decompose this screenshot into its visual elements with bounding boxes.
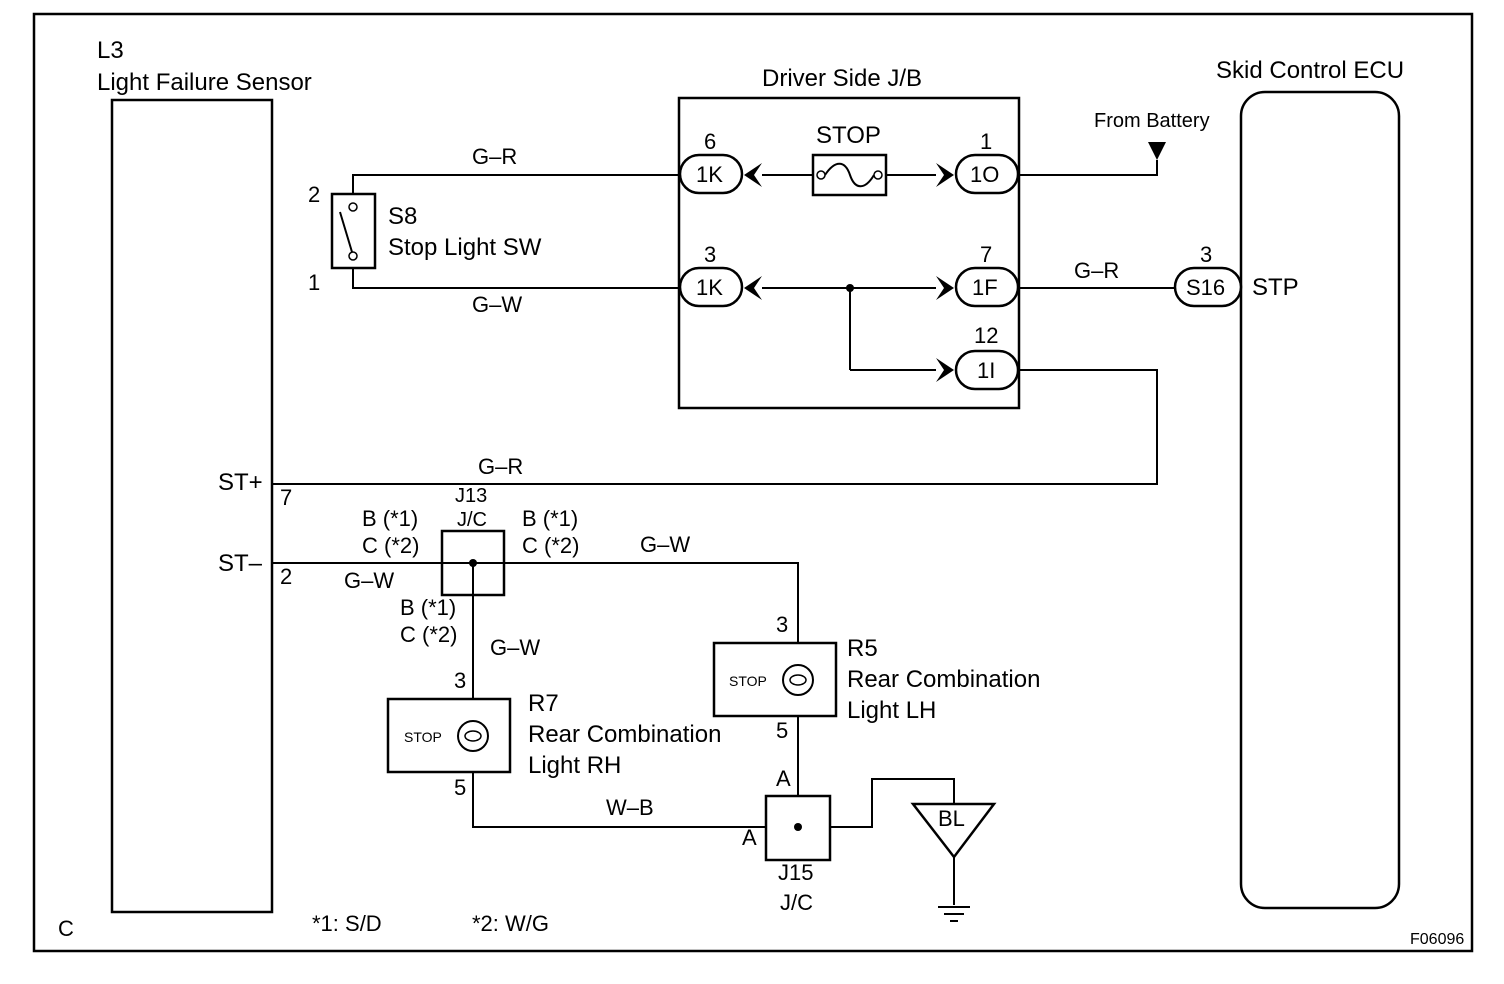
wire-label-gr-ecu: G–R	[1074, 258, 1119, 283]
conn-s16-pin: 3	[1200, 242, 1212, 267]
wire-1i-to-st-plus	[272, 369, 1158, 485]
r7-pin-bottom: 5	[454, 775, 466, 800]
r5-pin-top: 3	[776, 612, 788, 637]
j15-pin-top: A	[776, 766, 791, 791]
r7-lamp-label: STOP	[404, 729, 442, 745]
l3-st-minus-label: ST–	[218, 550, 263, 577]
j15-id: J15	[778, 860, 813, 885]
wire-s8-to-1k-top	[352, 174, 680, 194]
r7-name-2: Light RH	[528, 752, 621, 779]
conn-1k-top-label: 1K	[696, 162, 723, 187]
ground-label: BL	[938, 806, 965, 831]
ecu-stp-terminal: STP	[1252, 274, 1299, 301]
note-sd: *1: S/D	[312, 911, 382, 936]
s8-id: S8	[388, 203, 417, 230]
conn-1k-top-pin: 6	[704, 129, 716, 154]
r7-body	[386, 697, 512, 774]
r5-name-1: Rear Combination	[847, 666, 1040, 693]
j13-right-a: B (*1)	[522, 506, 578, 531]
jb-title: Driver Side J/B	[762, 65, 922, 92]
s8-contact-top	[348, 202, 358, 212]
j13-id: J13	[455, 485, 487, 507]
l3-st-plus-pin: 7	[280, 485, 292, 510]
r7-id: R7	[528, 690, 559, 717]
fuse-terminal-right	[873, 170, 883, 180]
r5-id: R5	[847, 635, 878, 662]
r5-bulb-filament	[789, 674, 807, 686]
r5-lamp-label: STOP	[729, 673, 767, 689]
arrow-1k-top	[744, 163, 762, 187]
l3-id: L3	[97, 37, 124, 64]
arrow-1o	[936, 163, 954, 187]
conn-1f-pin: 7	[980, 242, 992, 267]
figure-code: F06096	[1410, 931, 1464, 948]
wire-label-gw-r7: G–W	[490, 635, 540, 660]
r7-bulb-filament	[464, 730, 482, 742]
l3-st-minus-pin: 2	[280, 564, 292, 589]
wire-label-gw-r5: G–W	[640, 532, 690, 557]
j15-type: J/C	[780, 890, 813, 915]
r7-name-1: Rear Combination	[528, 721, 721, 748]
wire-r7-to-j15	[472, 772, 798, 828]
j15-junction-dot	[794, 823, 802, 831]
diagram-frame	[32, 12, 1474, 953]
conn-1i-pin: 12	[974, 323, 998, 348]
ecu-title: Skid Control ECU	[1216, 57, 1404, 84]
jb-body	[677, 96, 1021, 410]
wire-j15-to-ground	[830, 778, 955, 828]
wire-s8-to-1k-bot	[352, 268, 680, 289]
wire-label-gw-sw: G–W	[472, 292, 522, 317]
corner-letter: C	[58, 916, 74, 941]
j13-type: J/C	[457, 509, 487, 531]
j13-right-b: C (*2)	[522, 533, 579, 558]
conn-1k-bot-pin: 3	[704, 242, 716, 267]
fuse-label: STOP	[816, 122, 881, 149]
l3-name: Light Failure Sensor	[97, 69, 312, 96]
r5-pin-bottom: 5	[776, 718, 788, 743]
wire-label-gr-top: G–R	[472, 144, 517, 169]
s8-name: Stop Light SW	[388, 234, 542, 261]
wire-j13-to-r5	[473, 562, 799, 643]
fuse-terminal-left	[816, 170, 826, 180]
wire-1o-battery	[1018, 160, 1158, 176]
r5-bulb-icon	[782, 664, 814, 696]
wire-label-gr-st: G–R	[478, 454, 523, 479]
conn-1k-bot-label: 1K	[696, 275, 723, 300]
s8-contact-bottom	[348, 251, 358, 261]
j13-left-b: C (*2)	[362, 533, 419, 558]
j15-pin-left: A	[742, 825, 757, 850]
r5-body	[712, 641, 838, 718]
r7-bulb-icon	[457, 720, 489, 752]
j13-left-a: B (*1)	[362, 506, 418, 531]
conn-1i-label: 1I	[977, 358, 995, 383]
arrow-1k-bot	[744, 276, 762, 300]
s8-switch-blade	[339, 211, 353, 253]
arrow-1f	[936, 276, 954, 300]
s8-pin-bottom: 1	[308, 270, 320, 295]
wire-label-gw-st-minus: G–W	[344, 568, 394, 593]
battery-arrow-icon	[1148, 142, 1166, 160]
l3-st-plus-label: ST+	[218, 469, 263, 496]
from-battery-label: From Battery	[1094, 110, 1210, 132]
fuse-element	[824, 162, 875, 188]
r7-pin-top: 3	[454, 668, 466, 693]
arrow-1i	[936, 358, 954, 382]
conn-1f-label: 1F	[972, 275, 998, 300]
s8-pin-top: 2	[308, 182, 320, 207]
ecu-body	[1239, 90, 1401, 910]
j13-bottom-b: C (*2)	[400, 622, 457, 647]
conn-1o-label: 1O	[970, 162, 999, 187]
ground-point-icon	[910, 802, 997, 860]
conn-s16-label: S16	[1186, 275, 1225, 300]
r5-name-2: Light LH	[847, 697, 936, 724]
jb-junction-dot	[846, 284, 854, 292]
j13-bottom-a: B (*1)	[400, 595, 456, 620]
note-wg: *2: W/G	[472, 911, 549, 936]
conn-1o-pin: 1	[980, 129, 992, 154]
l3-body	[110, 98, 274, 914]
wire-label-wb: W–B	[606, 795, 654, 820]
